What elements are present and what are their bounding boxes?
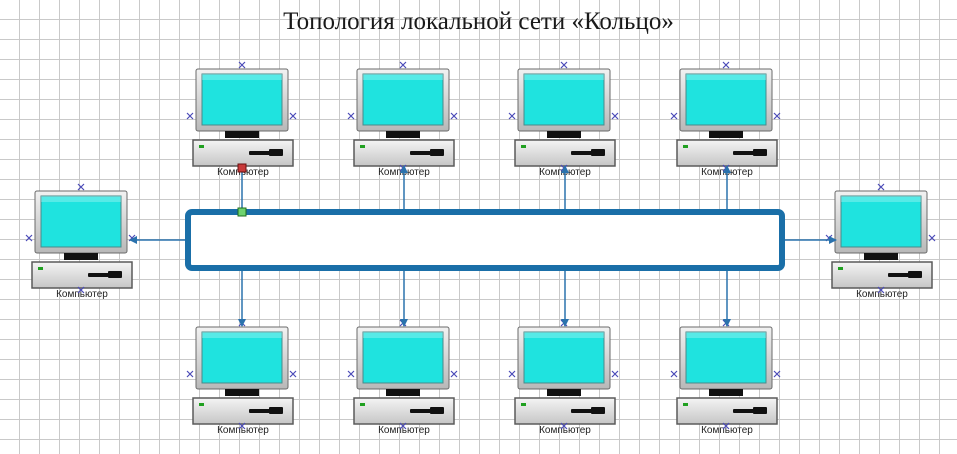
system-unit-icon [31,261,133,289]
connection-point-icon[interactable] [611,112,619,120]
connection-point-icon[interactable] [773,370,781,378]
system-unit-icon [353,139,455,167]
computer-label: Компьютер [217,425,269,436]
monitor-icon [679,68,773,138]
connection-point-icon[interactable] [186,112,194,120]
connection-point-icon[interactable] [670,112,678,120]
connection-point-icon[interactable] [399,61,407,69]
monitor-icon [679,326,773,396]
computer-top-1[interactable]: Компьютер [186,61,297,182]
connection-point-icon[interactable] [238,61,246,69]
system-unit-icon [676,397,778,425]
monitor-icon [356,68,450,138]
connection-point-icon[interactable] [450,112,458,120]
connection-point-icon[interactable] [877,183,885,191]
system-unit-icon [514,139,616,167]
connection-point-icon[interactable] [238,422,246,430]
computer-label: Компьютер [701,425,753,436]
connection-point-icon[interactable] [25,234,33,242]
connection-point-icon[interactable] [399,422,407,430]
computer-label: Компьютер [856,289,908,300]
connection-point-icon[interactable] [773,112,781,120]
connection-point-icon[interactable] [508,370,516,378]
computer-label: Компьютер [539,425,591,436]
system-unit-icon [192,139,294,167]
connection-point-icon[interactable] [289,370,297,378]
system-unit-icon [831,261,933,289]
system-unit-icon [514,397,616,425]
connection-point-icon[interactable] [508,112,516,120]
computer-right[interactable]: Компьютер [825,183,936,304]
connection-point-icon[interactable] [928,234,936,242]
connection-point-icon[interactable] [347,370,355,378]
connection-point-icon[interactable] [560,422,568,430]
monitor-icon [195,326,289,396]
monitor-icon [834,190,928,260]
monitor-icon [356,326,450,396]
connection-point-icon[interactable] [722,61,730,69]
computer-bottom-3[interactable]: Компьютер [508,319,619,440]
computer-left[interactable]: Компьютер [25,183,136,304]
computer-bottom-2[interactable]: Компьютер [347,319,458,440]
connection-point-icon[interactable] [347,112,355,120]
computer-label: Компьютер [56,289,108,300]
connection-point-icon[interactable] [877,286,885,294]
connector-end-handle[interactable] [237,163,247,173]
computer-top-2[interactable]: Компьютер [347,61,458,182]
connection-point-icon[interactable] [77,183,85,191]
monitor-icon [34,190,128,260]
monitor-icon [517,68,611,138]
connector-start-handle[interactable] [237,207,247,217]
connection-point-icon[interactable] [560,61,568,69]
diagram-title: Топология локальной сети «Кольцо» [283,8,674,35]
connection-point-icon[interactable] [670,370,678,378]
computer-bottom-1[interactable]: Компьютер [186,319,297,440]
connection-point-icon[interactable] [611,370,619,378]
ring-bus[interactable] [185,209,785,271]
computer-bottom-4[interactable]: Компьютер [670,319,781,440]
connection-point-icon[interactable] [722,422,730,430]
computer-label: Компьютер [378,425,430,436]
monitor-icon [517,326,611,396]
connection-point-icon[interactable] [289,112,297,120]
connection-point-icon[interactable] [450,370,458,378]
connection-point-icon[interactable] [186,370,194,378]
connection-point-icon[interactable] [77,286,85,294]
monitor-icon [195,68,289,138]
system-unit-icon [353,397,455,425]
system-unit-icon [192,397,294,425]
